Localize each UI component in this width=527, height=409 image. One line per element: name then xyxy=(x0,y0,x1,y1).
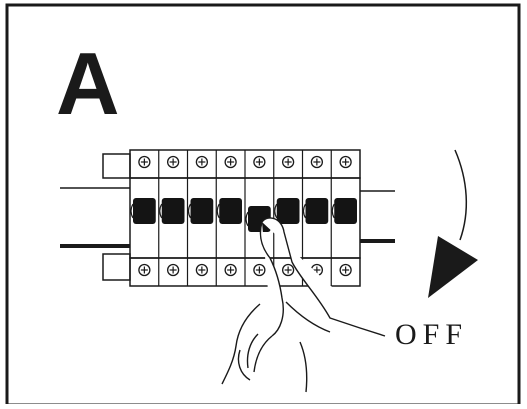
toggle-lever-icon[interactable] xyxy=(302,198,329,224)
breaker-module xyxy=(330,150,357,286)
rotation-arrow-icon xyxy=(428,149,478,298)
breaker-module xyxy=(244,150,271,286)
breaker-module xyxy=(186,150,214,286)
toggle-lever-icon[interactable] xyxy=(159,198,185,224)
breaker-module xyxy=(215,150,242,286)
screw-terminal-icon xyxy=(310,155,324,169)
breaker-module xyxy=(158,150,185,286)
screw-terminal-icon xyxy=(281,263,295,277)
screw-terminal-icon xyxy=(281,155,295,169)
screw-terminal-icon xyxy=(166,263,180,277)
screw-terminal-icon xyxy=(253,155,266,169)
screw-terminal-icon xyxy=(224,155,237,169)
off-label: OFF xyxy=(395,318,469,351)
toggle-lever-icon[interactable] xyxy=(274,198,300,224)
breaker-body xyxy=(102,149,361,287)
screw-terminal-icon xyxy=(253,263,266,277)
breaker-module xyxy=(130,155,156,277)
panel-label: A xyxy=(56,34,120,133)
screw-terminal-icon xyxy=(166,155,180,169)
screw-terminal-icon xyxy=(195,155,209,169)
toggle-lever-icon[interactable] xyxy=(187,198,214,224)
screw-terminal-icon xyxy=(138,155,151,169)
toggle-lever-icon[interactable] xyxy=(245,206,271,232)
din-rail xyxy=(60,187,395,248)
screw-terminal-icon xyxy=(339,263,352,277)
screw-terminal-icon xyxy=(339,155,352,169)
toggle-lever-icon[interactable] xyxy=(331,198,357,224)
screw-terminal-icon xyxy=(195,263,209,277)
screw-terminal-icon xyxy=(224,263,237,277)
toggle-lever-icon[interactable] xyxy=(130,198,156,224)
hand-icon xyxy=(221,217,386,393)
screw-terminal-icon xyxy=(138,263,151,277)
toggle-lever-icon[interactable] xyxy=(216,198,242,224)
breaker-modules xyxy=(130,150,357,286)
